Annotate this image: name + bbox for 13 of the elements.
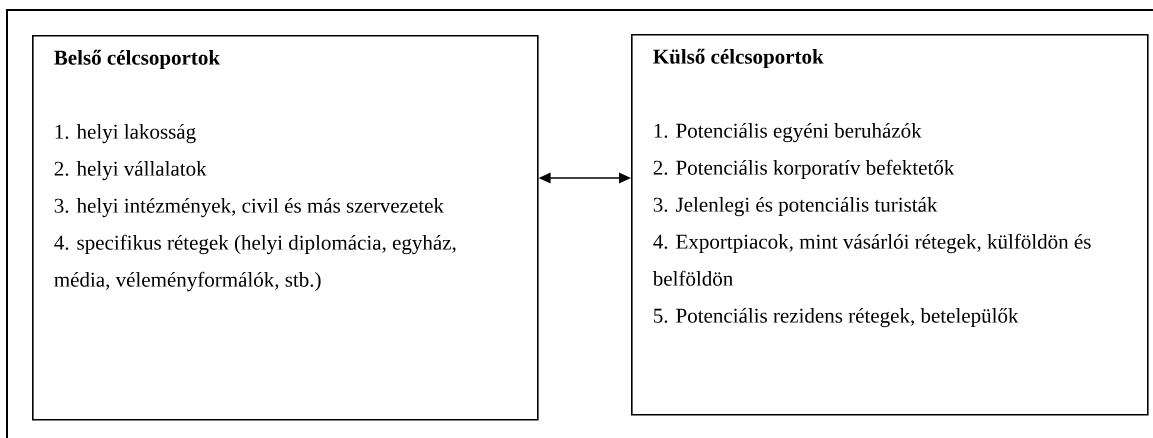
list-item: 4. specifikus rétegek (helyi diplomácia, egyház, média, véleményformálók, stb.) xyxy=(54,234,456,292)
list-item: 1. Potenciális egyéni beruházók xyxy=(654,123,922,143)
list-item: 1. helyi lakosság xyxy=(55,124,196,144)
heading: Külső célcsoportok xyxy=(653,48,824,69)
list-item: 5. Potenciális rezidens rétegek, betelepülők xyxy=(654,308,1019,328)
list-item: 3. helyi intézmények, civil és más szervezetek xyxy=(54,198,444,218)
list-item: 2. Potenciális korporatív befektetők xyxy=(653,159,955,180)
list-item: 2. helyi vállalatok xyxy=(54,161,207,181)
group-box xyxy=(631,34,1149,416)
heading: Belső célcsoportok xyxy=(54,49,220,70)
list-item: 4. Exportpiacok, mint vásárlói rétegek, külföldön és belföldön xyxy=(652,233,1091,286)
group-box xyxy=(32,35,539,421)
list-item: 3. Jelenlegi és potenciális turisták xyxy=(653,197,938,217)
